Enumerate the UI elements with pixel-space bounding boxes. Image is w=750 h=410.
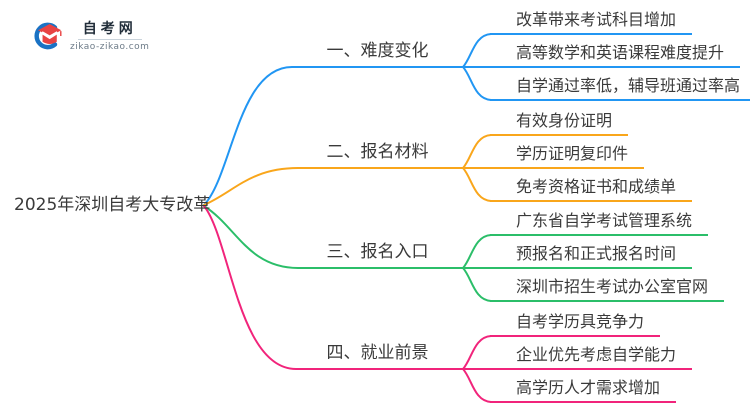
branch-2-leaf-3[interactable]: 免考资格证书和成绩单	[490, 177, 693, 202]
branch-4-leaf-2[interactable]: 企业优先考虑自学能力	[490, 345, 693, 370]
branch-3-fan-top	[462, 234, 492, 269]
branch-1-leaf-2[interactable]: 高等数学和英语课程难度提升	[490, 43, 741, 68]
branch-4-leaf-3[interactable]: 高学历人才需求增加	[490, 378, 677, 403]
branch-4-curve	[203, 205, 464, 370]
branch-3-leaf-3[interactable]: 深圳市招生考试办公室官网	[490, 277, 725, 302]
branch-3-fan-bottom	[462, 267, 492, 302]
branch-2-leaf-1[interactable]: 有效身份证明	[490, 111, 629, 136]
branch-3-label[interactable]: 三、报名入口	[326, 242, 429, 262]
branch-3-leaf-2[interactable]: 预报名和正式报名时间	[490, 244, 693, 269]
branch-2-label[interactable]: 二、报名材料	[326, 142, 429, 162]
branch-2-leaf-2[interactable]: 学历证明复印件	[490, 144, 645, 169]
branch-1-curve	[203, 66, 464, 206]
branch-1-label[interactable]: 一、难度变化	[326, 41, 429, 61]
branch-1-leaf-3[interactable]: 自学通过率低，辅导班通过率高	[490, 76, 750, 101]
branch-2-fan-bottom	[462, 167, 492, 202]
branch-4-leaf-1[interactable]: 自考学历具竞争力	[490, 312, 661, 337]
branch-4-fan-bottom	[462, 368, 492, 403]
branch-1-fan-top	[462, 33, 492, 68]
logo-title: 自考网	[82, 20, 137, 37]
site-logo[interactable]: 自考网 zikao-zikao.com	[31, 20, 149, 52]
branch-3-curve	[203, 205, 464, 269]
logo-domain: zikao-zikao.com	[70, 41, 150, 52]
branch-2-curve	[203, 167, 464, 206]
branch-4-fan-top	[462, 335, 492, 370]
logo-divider	[77, 38, 142, 40]
logo-text-block: 自考网 zikao-zikao.com	[70, 21, 149, 52]
branch-1-fan-bottom	[462, 66, 492, 101]
graduation-cap-logo-icon	[34, 22, 62, 50]
root-topic[interactable]: 2025年深圳自考大专改革	[14, 195, 211, 215]
branch-1-leaf-1[interactable]: 改革带来考试科目增加	[490, 10, 693, 35]
branch-4-label[interactable]: 四、就业前景	[326, 343, 429, 363]
branch-3-leaf-1[interactable]: 广东省自学考试管理系统	[490, 211, 709, 236]
branch-2-fan-top	[462, 134, 492, 169]
